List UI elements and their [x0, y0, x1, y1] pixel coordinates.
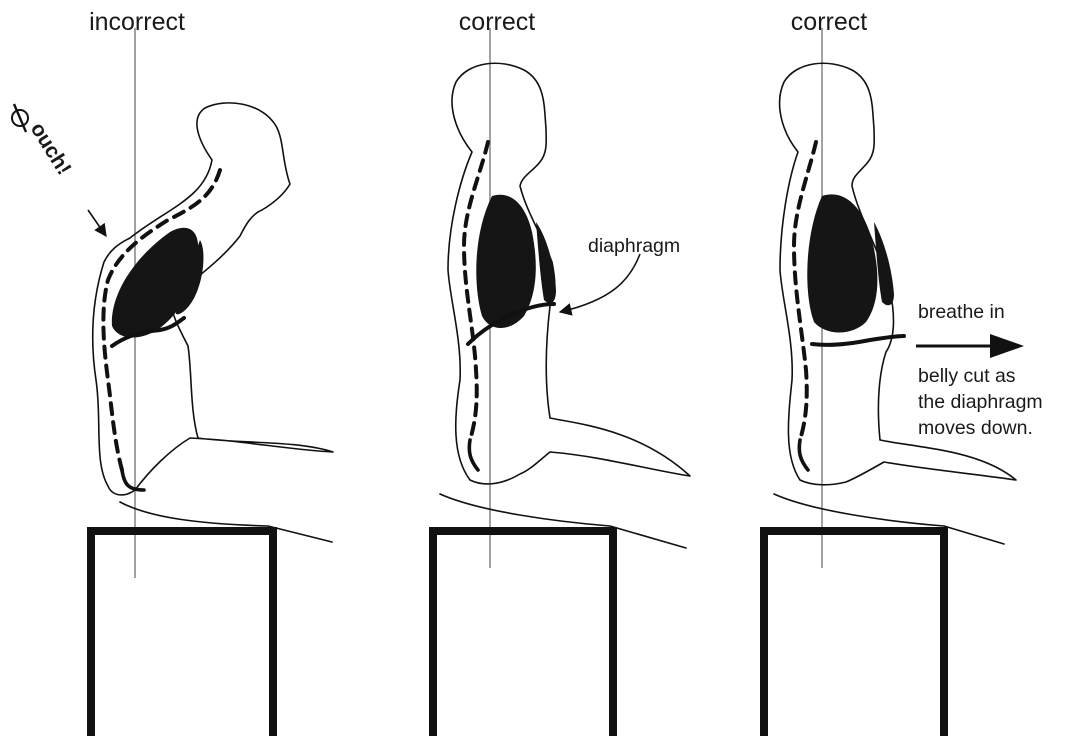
belly-note-line-1: belly cut as [918, 365, 1016, 387]
pain-marker: ouch! [12, 104, 106, 236]
thigh-line [440, 494, 686, 548]
lung [807, 194, 877, 332]
thigh-line [774, 494, 1004, 544]
lung-front [536, 222, 556, 303]
diaphragm-label: diaphragm [588, 235, 680, 257]
spine-base [469, 440, 478, 470]
spine-base [122, 470, 144, 490]
figure-label-incorrect: incorrect [89, 8, 185, 36]
figure-label-correct-1: correct [459, 8, 535, 36]
ouch-arrow [88, 210, 106, 236]
stool [91, 531, 273, 736]
diaphragm-pointer-arrow [560, 254, 640, 312]
ouch-label: ouch! [26, 118, 76, 179]
lung-front [874, 222, 894, 305]
figure-correct-1 [433, 28, 690, 736]
spine-base [799, 440, 808, 470]
pain-burst-spike [14, 104, 26, 132]
breathe-in-arrowhead [990, 334, 1024, 358]
belly-note-line-2: the diaphragm [918, 391, 1043, 413]
stool [764, 531, 944, 736]
thigh-line [120, 502, 332, 542]
breathe-in-label: breathe in [918, 301, 1005, 323]
figure-label-correct-2: correct [791, 8, 867, 36]
stool [433, 531, 613, 736]
belly-note-line-3: moves down. [918, 417, 1033, 439]
figure-incorrect [91, 28, 333, 736]
